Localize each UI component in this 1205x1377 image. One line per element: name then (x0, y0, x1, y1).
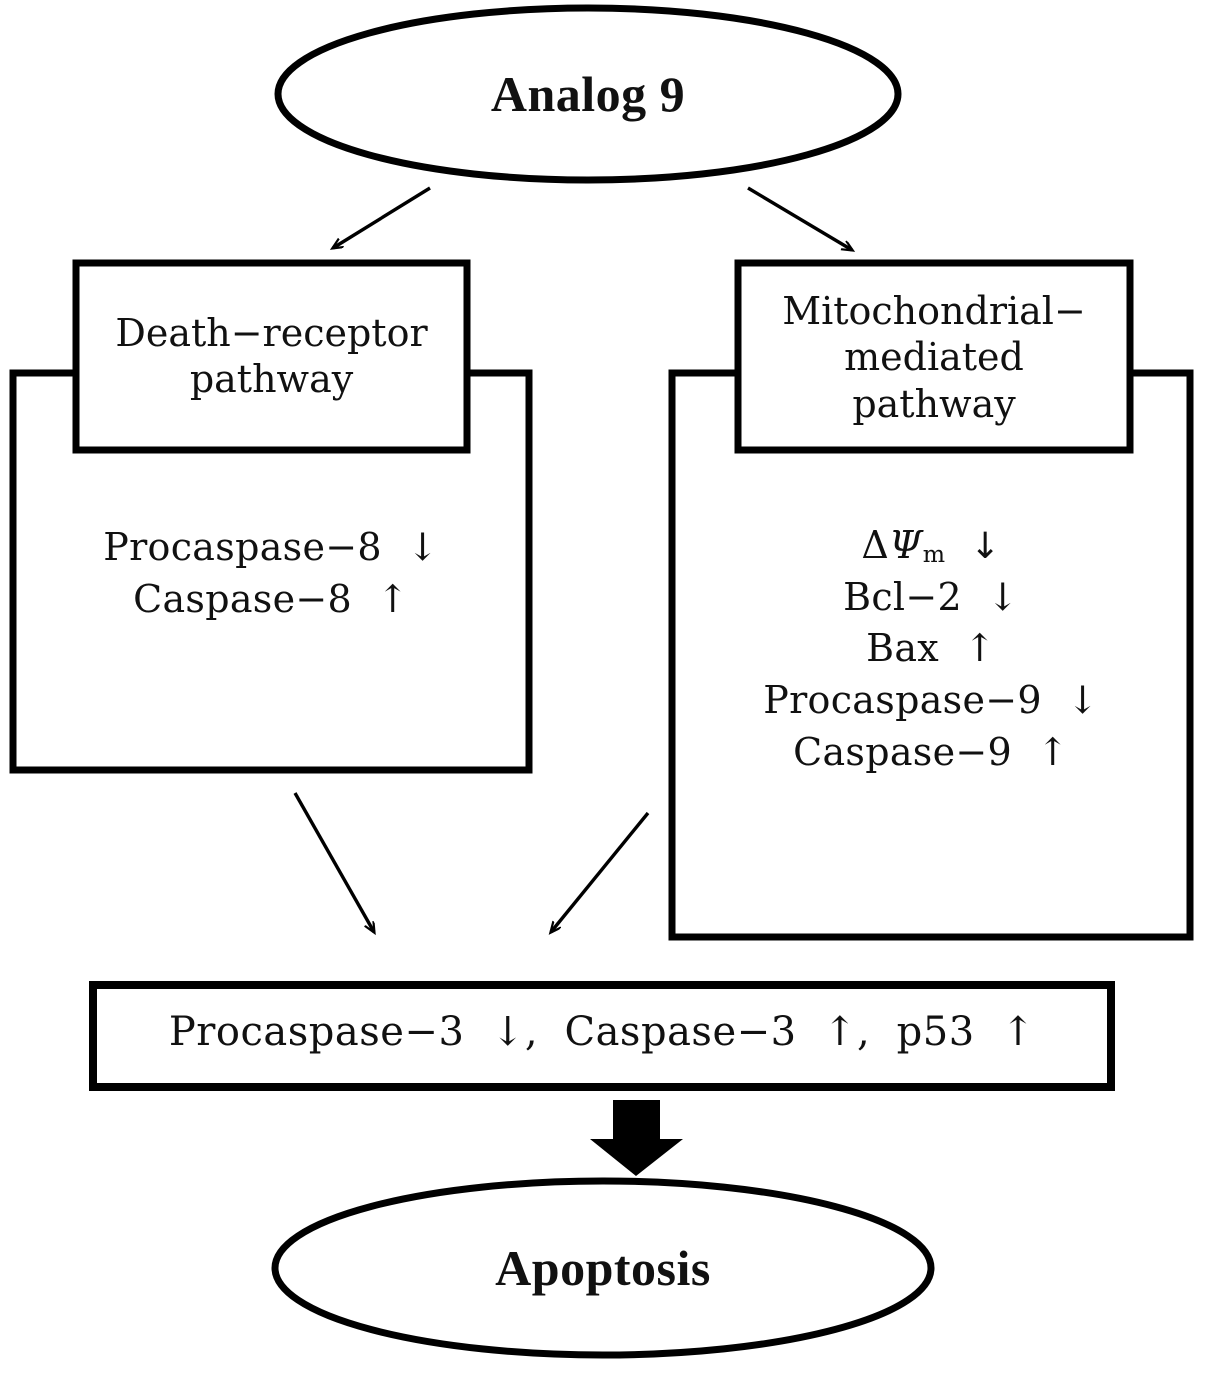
mitochondrial-marker-list: ΔΨm ↓ Bcl−2 ↓ Bax ↑ Procaspase−9 ↓ Caspas… (672, 520, 1190, 778)
mitochondrial-header-label: Mitochondrial− mediated pathway (738, 288, 1130, 427)
death-receptor-marker-list: Procaspase−8 ↓ Caspase−8 ↑ (103, 525, 439, 621)
edge-death-receptor-to-convergence (293, 792, 374, 932)
mitochondrial-header-line-1: Mitochondrial− (782, 289, 1086, 333)
edge-analog9-to-death-receptor (333, 186, 431, 248)
analog9-label: Analog 9 (490, 66, 686, 122)
convergence-box-label: Procaspase−3 ↓, Caspase−3 ↑, p53 ↑ (168, 1009, 1036, 1055)
convergence-box (89, 981, 1115, 1091)
apoptosis-ellipse (271, 1177, 935, 1359)
psi-subscript-m: m (922, 540, 946, 569)
apoptosis-label: Apoptosis (495, 1240, 711, 1296)
mitochondrial-header-line-2: mediated (844, 335, 1024, 380)
thick-down-arrow (590, 1100, 683, 1176)
edge-mitochondrial-to-convergence (551, 811, 650, 932)
death-receptor-header-label: Death−receptor pathway (76, 310, 467, 403)
marker-delta-psi-m-change: ↓ (970, 525, 1001, 567)
psi-glyph: Ψ (889, 523, 923, 567)
mitochondrial-header-box (734, 259, 1134, 454)
death-receptor-header-line-1: Death−receptor (115, 311, 428, 355)
death-receptor-header-line-2: pathway (189, 357, 354, 402)
mitochondrial-header-line-3: pathway (852, 381, 1016, 426)
analog9-ellipse (274, 4, 902, 184)
edge-analog9-to-mitochondrial (747, 186, 852, 250)
death-receptor-header-box (72, 259, 471, 454)
marker-delta-psi-m: ΔΨm ↓ (861, 523, 1001, 569)
mitochondrial-marker-list-rest: Bcl−2 ↓ Bax ↑ Procaspase−9 ↓ Caspase−9 ↑ (763, 574, 1099, 774)
